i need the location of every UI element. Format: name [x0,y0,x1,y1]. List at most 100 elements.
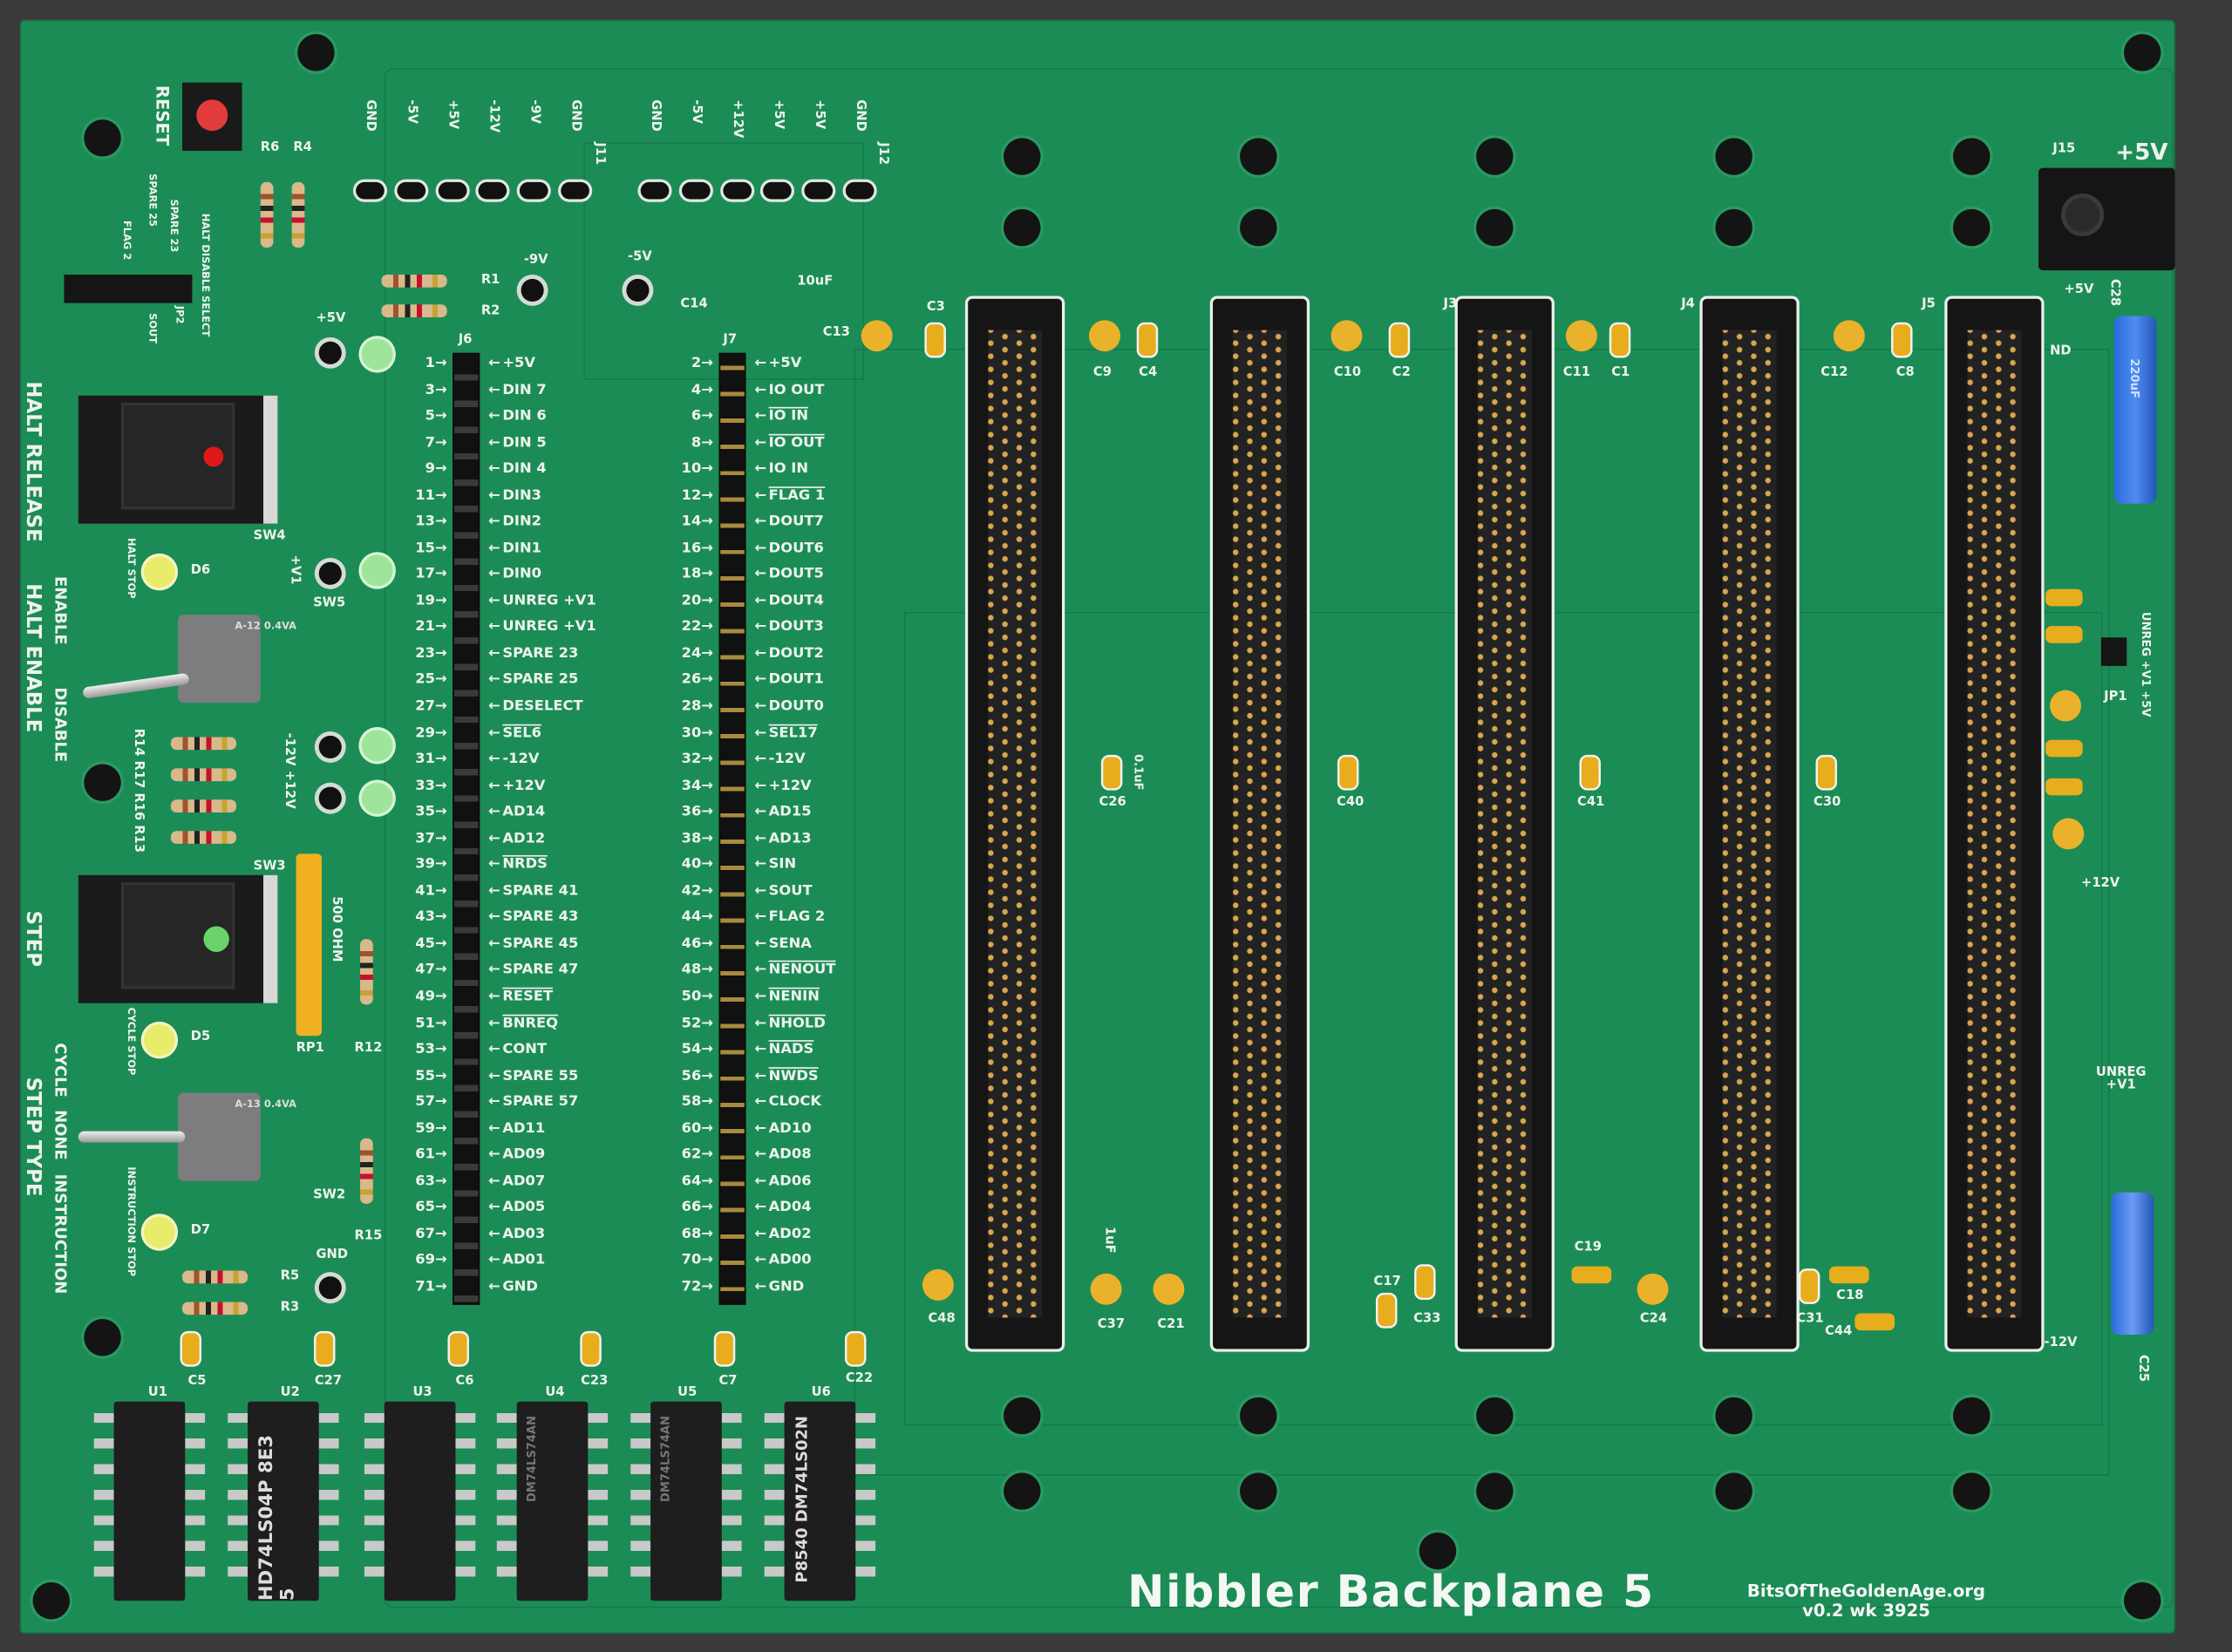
pin-arrow: ← [488,935,500,952]
ref-sw3: SW3 [253,859,286,874]
pin-label: DIN 4 [502,461,547,478]
pin-arrow: ← [754,778,767,794]
pin-arrow: ← [754,540,767,556]
ref-sw4: SW4 [253,529,286,544]
pin-arrow: ← [754,830,767,846]
power-pin-label: -5V [404,99,418,124]
pin-label: AD08 [768,1146,812,1163]
pin-label: NHOLD [768,1015,826,1031]
power-pin-pad [397,181,425,200]
pin-label: +5V [768,356,802,372]
pin-arrow: ← [488,883,500,900]
ic-u4: DM74LS74AN [496,1401,609,1601]
label-halt-enable: HALT ENABLE [21,583,44,733]
pin-number: 6→ [691,408,713,425]
led [361,554,393,587]
ref-c10: C10 [1333,365,1362,380]
capacitor-c18 [1829,1266,1869,1284]
power-pin-label: -12V [486,99,500,133]
pin-number: 38→ [681,830,713,846]
pin-number: 54→ [681,1041,713,1057]
ic-u1 [93,1401,206,1601]
ref-u6: U6 [811,1385,831,1401]
pin-number: 7→ [425,434,447,451]
card-guide-hole [1240,208,1277,247]
pin-label: DIN0 [502,567,542,583]
pin-number: 40→ [681,856,713,873]
pin-label: SPARE 25 [502,672,579,689]
resistor-r4 [291,181,305,248]
capacitor [2045,739,2083,758]
pin-arrow: ← [754,1146,767,1163]
capacitor-c31 [1800,1270,1818,1302]
ref-c28: C28 [2106,278,2121,307]
ref-c7: C7 [718,1374,738,1390]
ref-u2: U2 [280,1385,300,1401]
pin-arrow: ← [488,1279,500,1295]
label-plus12v: +12V [2081,876,2120,891]
pin-number: 37→ [415,830,447,846]
pin-label: SPARE 41 [502,883,579,900]
ref-c4: C4 [1139,365,1158,380]
pin-number: 12→ [681,487,713,504]
pin-arrow: ← [488,1226,500,1242]
ref-r4: R4 [293,140,312,155]
step-type-toggle-sw2 [178,1092,261,1181]
jumper-jp1 [2100,637,2127,666]
pin-label: SIN [768,856,797,873]
pin-number: 56→ [681,1068,713,1084]
pin-number: 44→ [681,909,713,926]
capacitor [1611,324,1629,357]
label-plus5v: +5V [2064,282,2094,298]
pin-number: 55→ [415,1068,447,1084]
pin-arrow: ← [488,487,500,504]
ref-r14-r17-r16-r13: R14 R17 R16 R13 [131,728,146,853]
pin-number: 52→ [681,1015,713,1031]
pin-number: 39→ [415,856,447,873]
pin-arrow: ← [488,962,500,978]
card-guide-hole [1476,208,1514,247]
ref-c18: C18 [1836,1288,1864,1304]
capacitor-c19 [1571,1266,1612,1284]
ref-c33: C33 [1413,1311,1441,1327]
pin-arrow: ← [754,804,767,820]
pin-number: 20→ [681,593,713,609]
board-trace-outline [384,68,2174,1608]
pin-number: 11→ [415,487,447,504]
pin-label: AD02 [768,1226,812,1242]
pin-number: 15→ [415,540,447,556]
ref-r12: R12 [354,1041,383,1057]
pin-number: 2→ [691,356,713,372]
capacitor [926,324,944,357]
board-version: v0.2 wk 3925 [1802,1601,1930,1621]
ref-nd: ND [2050,343,2072,359]
label-step: STEP [21,910,44,968]
pin-arrow: ← [754,1041,767,1057]
ref-minus5v: -5V [628,250,652,265]
capacitor [1330,320,1363,352]
ref-r6: R6 [260,140,280,155]
ref-u5: U5 [677,1385,698,1401]
ref-c37: C37 [1097,1317,1126,1332]
pin-label: SOUT [768,883,813,900]
ref-rp1: RP1 [296,1041,324,1057]
ref-j4: J4 [1681,297,1695,312]
pin-arrow: ← [488,461,500,478]
pin-label: NWDS [768,1068,819,1084]
test-point [521,278,544,303]
pin-number: 25→ [415,672,447,689]
capacitor [1565,320,1597,352]
ref-c30: C30 [1814,795,1841,810]
power-pin-pad [804,181,834,200]
ref-c5: C5 [187,1374,207,1390]
power-pin-pad [681,181,711,200]
electrolytic-capacitor-c28: 220uF [2113,316,2157,504]
pin-number: 60→ [681,1120,713,1137]
capacitor [2045,626,2083,643]
chip-marking: P8540 DM74LS02N [793,1416,812,1583]
pin-number: 63→ [415,1173,447,1190]
pin-arrow: ← [488,1146,500,1163]
ref-r15: R15 [354,1229,383,1244]
ref-c41: C41 [1577,795,1605,810]
